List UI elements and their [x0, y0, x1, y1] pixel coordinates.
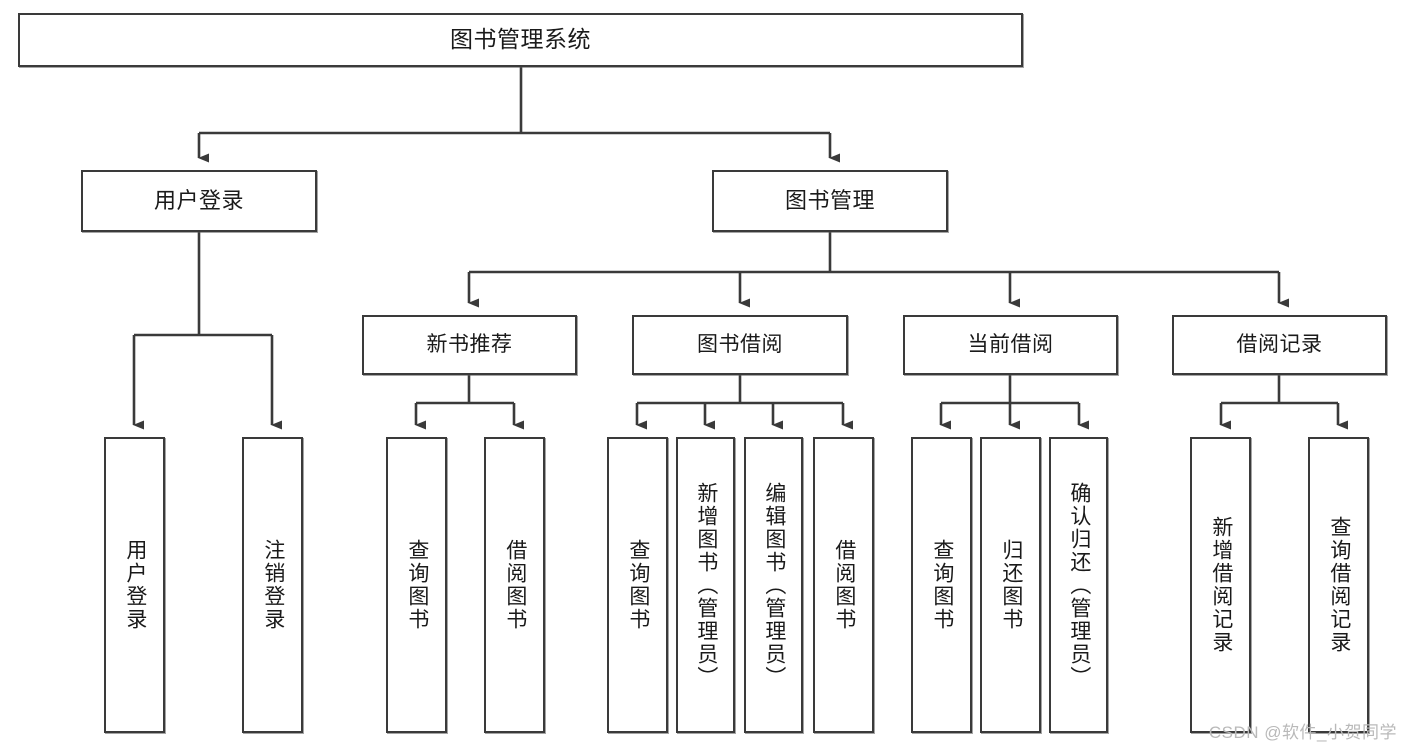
node-book-borrow-label: 图书借阅 — [697, 332, 783, 356]
leaf-record-query-borrow-record[interactable]: 查询借阅记录 — [1308, 437, 1369, 733]
leaf-new-book-query-label: 查询图书 — [405, 539, 429, 631]
node-borrow-record[interactable]: 借阅记录 — [1172, 315, 1387, 375]
leaf-current-return-book-label: 归还图书 — [999, 539, 1023, 631]
node-new-book-recommend-label: 新书推荐 — [426, 332, 513, 356]
csdn-watermark: CSDN @软件_小贺同学 — [1208, 723, 1397, 742]
leaf-borrow-query-book-label: 查询图书 — [626, 539, 650, 631]
leaf-borrow-add-book-admin-label: 新增图书（管理员） — [694, 481, 718, 689]
node-current-borrow[interactable]: 当前借阅 — [903, 315, 1118, 375]
leaf-new-book-borrow[interactable]: 借阅图书 — [484, 437, 545, 733]
node-root-book-management-system[interactable]: 图书管理系统 — [18, 13, 1023, 67]
leaf-borrow-edit-book-admin-label: 编辑图书（管理员） — [762, 481, 786, 689]
leaf-record-add-borrow-record-label: 新增借阅记录 — [1209, 516, 1233, 654]
leaf-current-return-book[interactable]: 归还图书 — [980, 437, 1041, 733]
leaf-new-book-borrow-label: 借阅图书 — [503, 539, 527, 631]
leaf-record-add-borrow-record[interactable]: 新增借阅记录 — [1190, 437, 1251, 733]
node-root-label: 图书管理系统 — [450, 26, 591, 53]
leaf-current-confirm-return-admin[interactable]: 确认归还（管理员） — [1049, 437, 1108, 733]
leaf-new-book-query[interactable]: 查询图书 — [386, 437, 447, 733]
node-user-login[interactable]: 用户登录 — [81, 170, 317, 232]
leaf-current-query-book-label: 查询图书 — [930, 539, 954, 631]
leaf-current-confirm-return-admin-label: 确认归还（管理员） — [1067, 481, 1091, 689]
leaf-borrow-add-book-admin[interactable]: 新增图书（管理员） — [676, 437, 735, 733]
node-book-management[interactable]: 图书管理 — [712, 170, 948, 232]
node-book-borrow[interactable]: 图书借阅 — [632, 315, 848, 375]
node-book-management-label: 图书管理 — [784, 187, 875, 213]
leaf-user-login-logout[interactable]: 注销登录 — [242, 437, 303, 733]
node-new-book-recommend[interactable]: 新书推荐 — [362, 315, 577, 375]
node-borrow-record-label: 借阅记录 — [1236, 332, 1323, 356]
leaf-current-query-book[interactable]: 查询图书 — [911, 437, 972, 733]
node-user-login-label: 用户登录 — [153, 187, 244, 213]
leaf-borrow-edit-book-admin[interactable]: 编辑图书（管理员） — [744, 437, 803, 733]
leaf-user-login-login-label: 用户登录 — [123, 539, 147, 631]
leaf-record-query-borrow-record-label: 查询借阅记录 — [1327, 516, 1351, 654]
leaf-user-login-login[interactable]: 用户登录 — [104, 437, 165, 733]
leaf-borrow-query-book[interactable]: 查询图书 — [607, 437, 668, 733]
leaf-borrow-borrow-book[interactable]: 借阅图书 — [813, 437, 874, 733]
node-current-borrow-label: 当前借阅 — [967, 332, 1054, 356]
leaf-borrow-borrow-book-label: 借阅图书 — [832, 539, 856, 631]
leaf-user-login-logout-label: 注销登录 — [261, 539, 285, 631]
